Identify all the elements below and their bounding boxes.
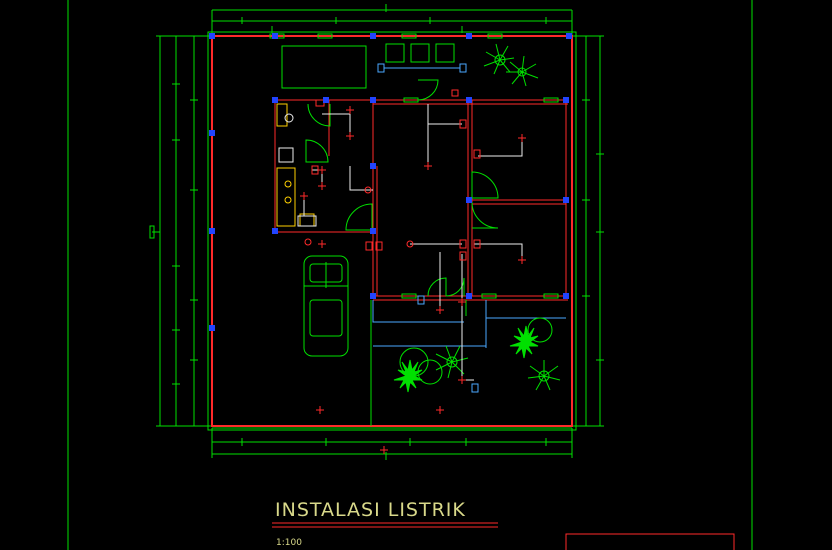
interior-walls (274, 99, 568, 301)
title-block-frame (565, 533, 735, 550)
window-marks (149, 33, 559, 299)
car-icon (303, 255, 349, 357)
shrub-icon (393, 325, 539, 393)
switch-icon (311, 89, 481, 261)
outlet-icon (304, 186, 414, 248)
site-boundary (207, 31, 577, 431)
carport-area (281, 43, 467, 426)
terrace-outline (372, 63, 566, 393)
dimension-bottom (211, 427, 573, 460)
column-markers (209, 33, 572, 331)
lamp-icon (300, 106, 526, 454)
kitchen-fixtures (276, 103, 315, 227)
door-icon (305, 79, 499, 297)
drawing-title: INSTALASI LISTRIK (275, 499, 466, 521)
dimension-top (211, 4, 573, 36)
kitchen-appliances (278, 113, 317, 227)
title-underline (272, 522, 498, 528)
wiring-lines (303, 104, 523, 381)
drawing-scale: 1:100 (276, 538, 302, 548)
dimension-left (152, 35, 212, 427)
dimension-right (572, 35, 604, 427)
